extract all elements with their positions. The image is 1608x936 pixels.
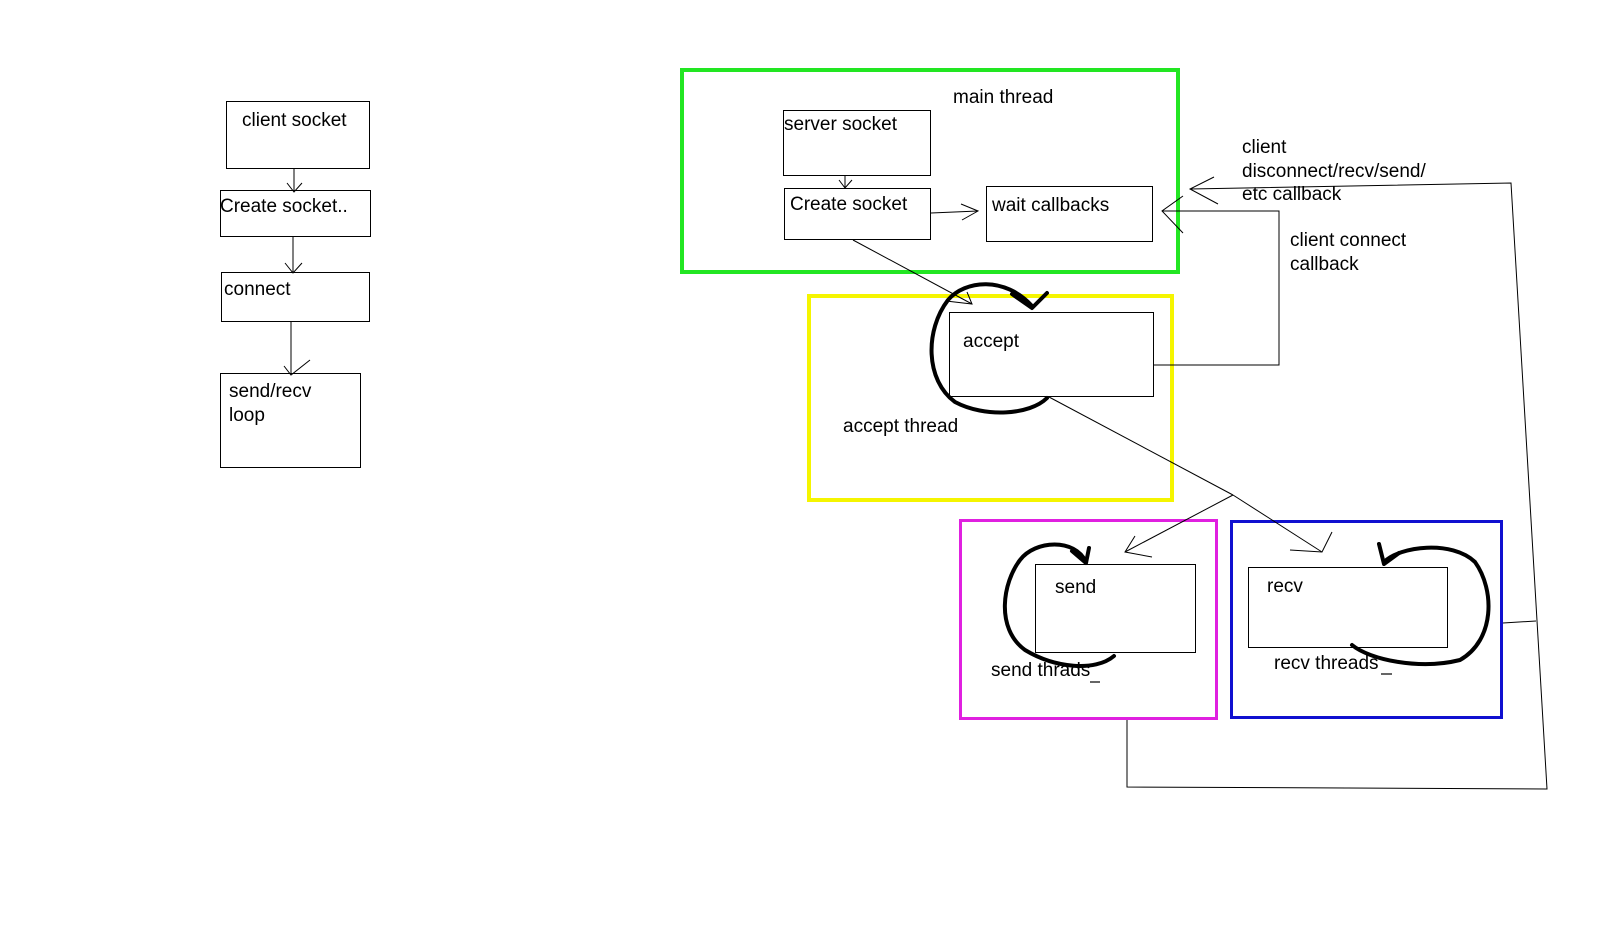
accept-loop-arrowhead [1010, 291, 1049, 310]
line-accept-to-fork [1048, 396, 1234, 496]
send-threads-frame [959, 519, 1218, 720]
client-connect-callback-label: client connect callback [1290, 230, 1407, 275]
arrow-fork-to-send [1124, 494, 1234, 553]
arrowhead-client-connect [284, 262, 303, 274]
accept-loop [929, 282, 1049, 415]
recv-loop-arrowhead [1377, 542, 1401, 566]
arrowhead-client-loop [283, 359, 311, 376]
server-create-socket-label: Create socket [790, 194, 908, 215]
arrow-accept-to-wait [1154, 210, 1280, 366]
arrowhead-accept [945, 291, 973, 305]
arrowhead-wait [960, 203, 980, 221]
arrowhead-send [1124, 535, 1153, 558]
arrowhead-recv [1289, 531, 1333, 553]
server-socket-label: server socket [784, 114, 897, 135]
arrowhead-wait-connect [1161, 195, 1184, 234]
main-thread-label: main thread [953, 87, 1054, 108]
send-loop [1002, 542, 1116, 668]
client-socket-box [226, 101, 370, 169]
line-recv-frame-to-return [1502, 620, 1537, 624]
arrow-threads-to-wait [1126, 182, 1548, 790]
client-send-recv-loop-label: send/recv loop [229, 381, 312, 426]
arrowhead-server-create [838, 179, 853, 189]
recv-threads-label: recv threads [1274, 653, 1379, 674]
client-socket-label: client socket [242, 110, 347, 131]
arrow-fork-to-recv [1232, 494, 1323, 553]
server-socket-box [783, 110, 931, 176]
recv-loop [1350, 545, 1491, 667]
arrowhead-client-create [286, 182, 303, 193]
client-connect-label: connect [224, 279, 291, 300]
arrow-create-to-wait [930, 210, 979, 214]
server-create-socket-box [784, 188, 931, 240]
wait-callbacks-label: wait callbacks [992, 195, 1110, 216]
wait-callbacks-box [986, 186, 1153, 242]
recv-box [1248, 567, 1448, 648]
accept-box [949, 312, 1154, 397]
accept-thread-frame [807, 294, 1174, 502]
send-box [1035, 564, 1196, 653]
client-send-recv-loop-box [220, 373, 361, 468]
accept-label: accept [963, 331, 1019, 352]
main-thread-frame [680, 68, 1180, 274]
recv-label: recv [1267, 576, 1303, 597]
arrowhead-wait-callbacks [1188, 176, 1219, 205]
recv-threads-frame [1230, 520, 1503, 719]
client-connect-box [221, 272, 370, 322]
send-label: send [1055, 577, 1097, 598]
client-callbacks-label: client disconnect/recv/send/ etc callbac… [1242, 137, 1426, 205]
accept-thread-label: accept thread [843, 416, 959, 437]
client-create-socket-label: Create socket.. [220, 196, 348, 217]
send-threads-label: send thrads [991, 660, 1091, 681]
send-loop-arrowhead [1070, 546, 1091, 565]
